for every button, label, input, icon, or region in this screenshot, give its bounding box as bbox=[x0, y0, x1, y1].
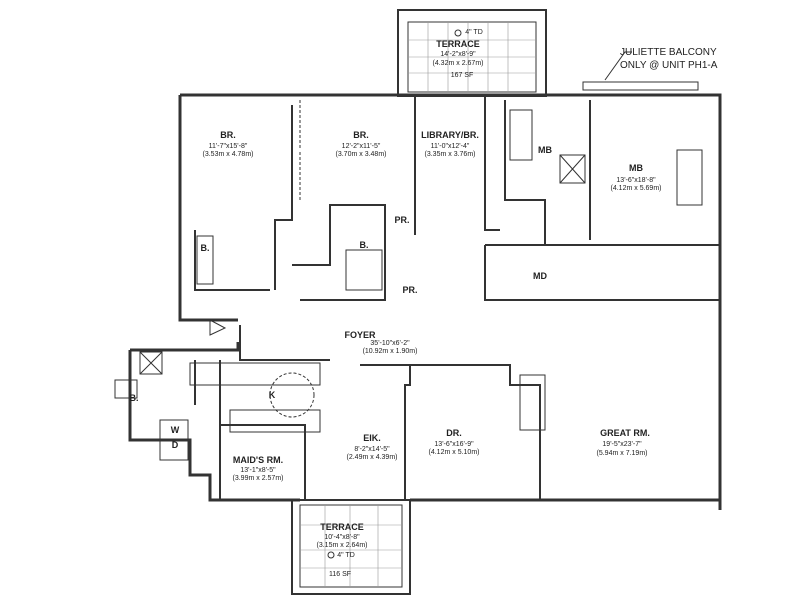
room-maid-name: MAID'S RM. bbox=[232, 455, 284, 465]
room-eik-metric: (2.49m x 4.39m) bbox=[346, 454, 398, 461]
washer-label: W bbox=[170, 425, 180, 435]
room-mb-metric: (4.12m x 5.69m) bbox=[610, 185, 662, 192]
fireplace bbox=[519, 374, 546, 431]
terrace-bottom-name: TERRACE bbox=[320, 522, 364, 532]
room-eik-name: EIK. bbox=[363, 433, 381, 443]
entry-arrow bbox=[209, 319, 227, 336]
room-maid-dims: 13'-1"x8'-5" bbox=[240, 467, 276, 474]
terrace-bottom-dims: 10'-4"x8'-8" bbox=[324, 534, 360, 541]
room-br2-name: BR. bbox=[353, 130, 369, 140]
room-foyer-name: FOYER bbox=[344, 330, 376, 340]
juliette-balcony bbox=[582, 81, 699, 91]
leader-line bbox=[604, 51, 632, 81]
room-library-name: LIBRARY/BR. bbox=[421, 130, 479, 140]
bathtub bbox=[196, 235, 214, 285]
fixtures bbox=[114, 100, 703, 461]
terrace-top-name: TERRACE bbox=[436, 39, 480, 49]
bathtub bbox=[509, 109, 533, 161]
room-foyer-metric: (10.92m x 1.90m) bbox=[362, 348, 418, 355]
powder-room-2-label: PR. bbox=[402, 285, 418, 295]
room-eik-dims: 8'-2"x14'-5" bbox=[354, 446, 390, 453]
room-dr-metric: (4.12m x 5.10m) bbox=[428, 449, 480, 456]
kitchen-counter bbox=[189, 362, 321, 386]
note-line-1: JULIETTE BALCONY bbox=[620, 47, 717, 58]
bath-fixture bbox=[114, 379, 138, 399]
bath-1-label: B. bbox=[200, 243, 210, 253]
bath-3-label: B. bbox=[129, 393, 139, 403]
terrace-top-dims: 14'-2"x8'-9" bbox=[440, 51, 476, 58]
terrace-bottom-area: 116 SF bbox=[328, 571, 352, 578]
room-mb-dims: 13'-6"x18'-8" bbox=[616, 177, 656, 184]
kitchen-counter bbox=[229, 409, 321, 433]
room-great-dims: 19'-5"x23'-7" bbox=[602, 441, 642, 448]
room-br1-metric: (3.53m x 4.78m) bbox=[202, 151, 254, 158]
terrace-bottom-drain: 4" TD bbox=[337, 552, 355, 559]
dryer-label: D bbox=[171, 440, 179, 450]
room-mb-name: MB bbox=[629, 163, 643, 173]
bath-2-label: B. bbox=[359, 240, 369, 250]
terrace-bottom bbox=[291, 499, 411, 595]
room-foyer-dims: 35'-10"x6'-2" bbox=[370, 340, 410, 347]
room-dr-dims: 13'-6"x16'-9" bbox=[434, 441, 474, 448]
md-label: MD bbox=[533, 271, 547, 281]
powder-room-1-label: PR. bbox=[394, 215, 410, 225]
room-br1-dims: 11'-7"x15'-8" bbox=[208, 143, 248, 150]
room-library-metric: (3.35m x 3.76m) bbox=[424, 151, 476, 158]
room-maid-metric: (3.99m x 2.57m) bbox=[232, 475, 284, 482]
terrace-bottom-metric: (3.15m x 2.64m) bbox=[316, 542, 368, 549]
room-great-metric: (5.94m x 7.19m) bbox=[596, 450, 648, 457]
terrace-top-drain: 4" TD bbox=[465, 29, 483, 36]
terrace-top-metric: (4.32m x 2.67m) bbox=[432, 60, 484, 67]
exterior-walls bbox=[128, 93, 722, 510]
kitchen-label: K bbox=[268, 390, 276, 400]
room-great-name: GREAT RM. bbox=[600, 428, 650, 438]
room-br2-metric: (3.70m x 3.48m) bbox=[335, 151, 387, 158]
fireplace bbox=[676, 149, 703, 206]
note-line-2: ONLY @ UNIT PH1-A bbox=[620, 60, 718, 71]
master-bath-label: MB bbox=[538, 145, 552, 155]
shower bbox=[139, 351, 163, 375]
room-dr-name: DR. bbox=[446, 428, 462, 438]
interior-walls bbox=[194, 95, 720, 500]
room-br2-dims: 12'-2"x11'-5" bbox=[341, 143, 381, 150]
washer-dryer bbox=[159, 419, 189, 461]
room-br1-name: BR. bbox=[220, 130, 236, 140]
juliette-balcony-note: JULIETTE BALCONY ONLY @ UNIT PH1-A bbox=[620, 46, 717, 72]
shower bbox=[345, 249, 383, 291]
terrace-top-area: 167 SF bbox=[450, 72, 474, 79]
room-library-dims: 11'-0"x12'-4" bbox=[430, 143, 470, 150]
